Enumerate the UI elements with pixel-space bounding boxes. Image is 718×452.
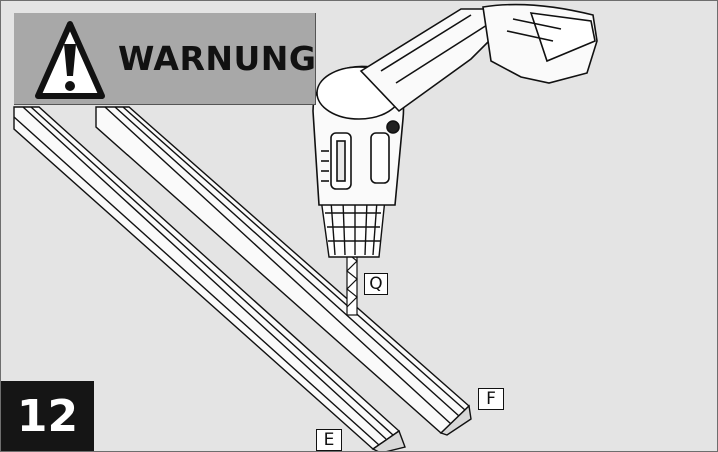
drill-chuck (320, 198, 386, 258)
drill-body (312, 65, 405, 206)
step-number: 12 (1, 381, 94, 451)
part-label-q: Q (364, 273, 388, 295)
part-label-f: F (478, 388, 504, 410)
rail-f-profile (95, 106, 472, 436)
rail-e-profile (13, 106, 406, 451)
warning-panel: WARNUNG (14, 13, 316, 105)
warning-title: WARNUNG (118, 39, 317, 78)
drill-battery (482, 3, 598, 84)
warning-triangle-icon (35, 21, 105, 99)
part-label-e: E (316, 429, 342, 451)
